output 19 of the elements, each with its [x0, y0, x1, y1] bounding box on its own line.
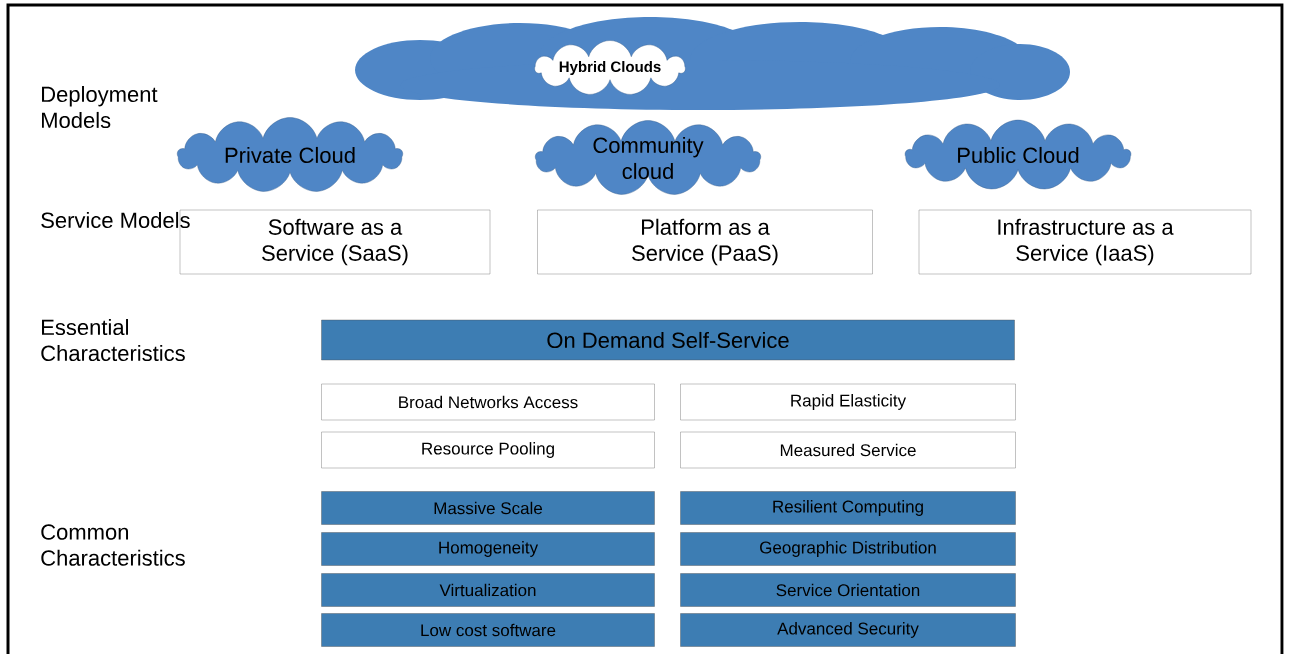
- section-label: Deployment Models: [42, 85, 158, 129]
- characteristic-box: Low cost software: [321, 613, 655, 647]
- characteristic-box: Measured Service: [680, 431, 1016, 469]
- characteristic-box: Resilient Computing: [680, 491, 1016, 525]
- characteristic-box: Virtualization: [321, 573, 655, 607]
- service-box: Platform as a Service (PaaS): [537, 209, 873, 275]
- section-label: Service Models: [41, 211, 190, 229]
- characteristic-box: On Demand Self-Service: [321, 319, 1015, 361]
- characteristic-box: Advanced Security: [680, 613, 1016, 647]
- characteristic-box: Resource Pooling: [321, 431, 655, 469]
- characteristic-box: Rapid Elasticity: [680, 383, 1016, 421]
- characteristic-box: Broad Networks Access: [321, 383, 655, 421]
- characteristic-box: Service Orientation: [680, 573, 1016, 607]
- characteristic-box: Massive Scale: [321, 491, 655, 525]
- characteristic-box: Homogeneity: [321, 532, 655, 566]
- section-label: Common Characteristics: [41, 524, 185, 566]
- characteristic-box: Geographic Distribution: [680, 532, 1016, 566]
- service-box: Infrastructure as a Service (IaaS): [918, 209, 1252, 275]
- section-label: Essential Characteristics: [41, 318, 185, 362]
